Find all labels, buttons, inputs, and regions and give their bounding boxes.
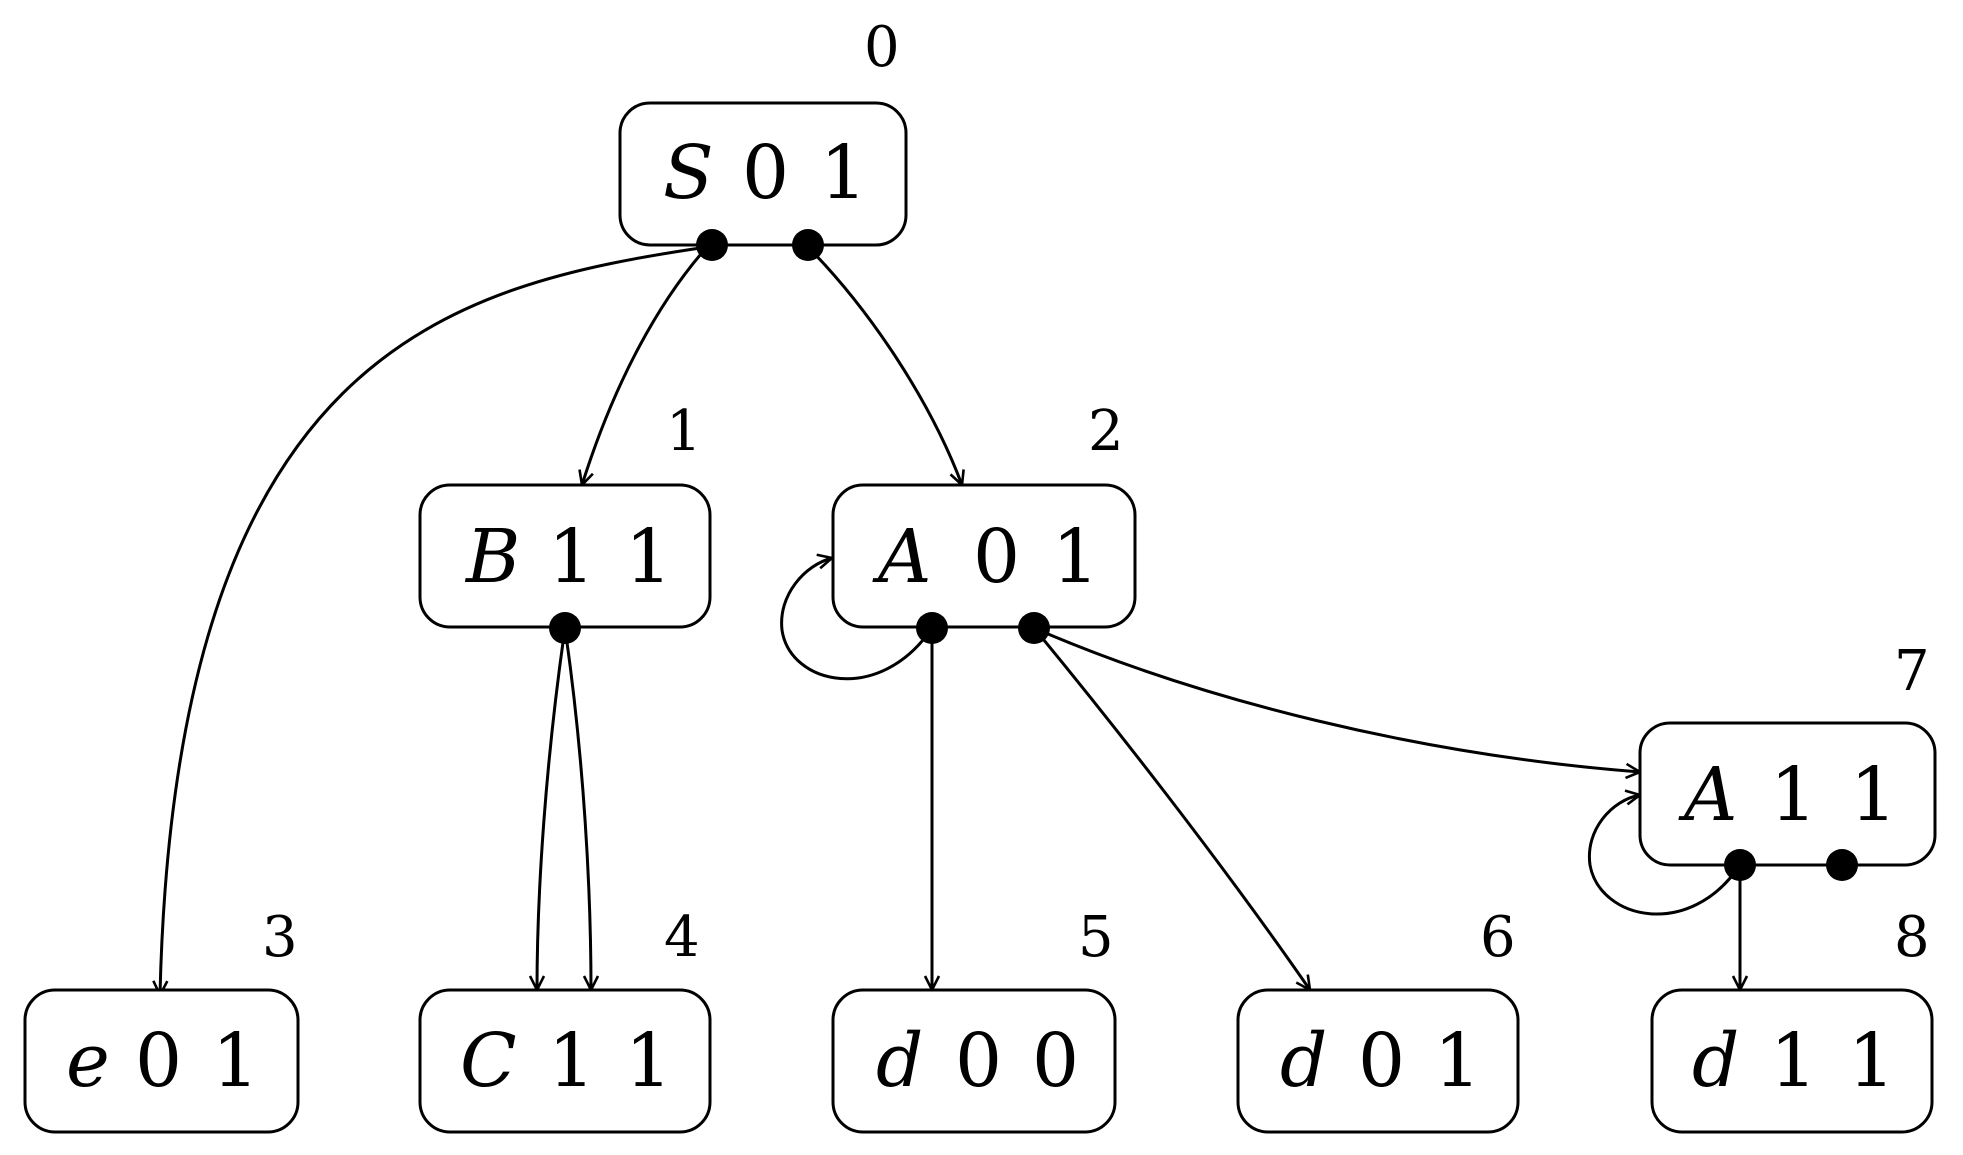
node-symbol: A <box>1678 752 1737 838</box>
edge-2-self-loop <box>780 553 934 681</box>
node-id-label: 6 <box>1480 905 1516 970</box>
node-symbol: d <box>876 1018 923 1104</box>
node-value-b: 0 <box>1032 1018 1079 1104</box>
node-3: e 0 1 3 <box>23 905 300 1134</box>
node-box <box>1638 721 1937 867</box>
node-value-b: 1 <box>1850 752 1897 838</box>
node-symbol: C <box>460 1018 517 1104</box>
port-node-1 <box>549 612 581 644</box>
edge-0-to-1 <box>578 246 709 488</box>
node-value-a: 0 <box>955 1018 1002 1104</box>
port-node-0-right <box>792 229 824 261</box>
node-7: A 1 1 7 <box>1638 639 1937 867</box>
node-value-b: 1 <box>1052 514 1099 600</box>
node-value-a: 1 <box>1770 1018 1817 1104</box>
node-value-a: 0 <box>135 1018 182 1104</box>
node-symbol: A <box>872 514 931 600</box>
edge-2-to-6 <box>1032 627 1312 993</box>
port-node-2-left <box>916 612 948 644</box>
ports <box>549 229 1858 881</box>
node-id-label: 7 <box>1894 639 1930 704</box>
node-box <box>618 101 908 247</box>
port-node-7-left <box>1724 849 1756 881</box>
node-symbol: e <box>66 1018 110 1104</box>
node-id-label: 1 <box>666 399 702 464</box>
node-6: d 0 1 6 <box>1236 905 1520 1134</box>
node-2: A 0 1 2 <box>831 399 1137 629</box>
edge-0-to-3 <box>152 245 708 998</box>
node-id-label: 8 <box>1894 905 1930 970</box>
node-value-b: 1 <box>820 130 867 216</box>
node-box <box>23 988 300 1134</box>
node-value-b: 1 <box>625 1018 672 1104</box>
node-symbol: S <box>663 130 714 216</box>
edge-0-to-2 <box>806 245 965 488</box>
node-value-a: 1 <box>1770 752 1817 838</box>
node-box <box>1236 988 1520 1134</box>
port-node-7-right <box>1826 849 1858 881</box>
node-box <box>831 988 1117 1134</box>
node-4: C 1 1 4 <box>418 905 712 1134</box>
node-symbol: B <box>464 514 520 600</box>
node-value-b: 1 <box>625 514 672 600</box>
node-box <box>418 988 712 1134</box>
node-1: B 1 1 1 <box>418 399 712 629</box>
edge-7-self-loop <box>1587 789 1742 916</box>
node-id-label: 5 <box>1078 905 1114 970</box>
node-symbol: d <box>1280 1018 1327 1104</box>
edge-1-to-4-b <box>563 627 600 993</box>
node-5: d 0 0 5 <box>831 905 1117 1134</box>
node-value-b: 1 <box>1434 1018 1481 1104</box>
edges <box>152 245 1749 998</box>
node-value-a: 1 <box>548 514 595 600</box>
node-8: d 1 1 8 <box>1650 905 1934 1134</box>
edge-2-to-7 <box>1033 626 1643 780</box>
node-id-label: 2 <box>1088 399 1124 464</box>
port-node-2-right <box>1018 612 1050 644</box>
node-value-b: 1 <box>212 1018 259 1104</box>
node-id-label: 0 <box>864 15 900 80</box>
node-box <box>831 483 1137 629</box>
node-box <box>1650 988 1934 1134</box>
node-value-a: 1 <box>548 1018 595 1104</box>
node-value-a: 0 <box>742 130 789 216</box>
node-symbol: d <box>1692 1018 1739 1104</box>
node-value-a: 0 <box>973 514 1020 600</box>
node-id-label: 4 <box>664 905 700 970</box>
node-value-b: 1 <box>1848 1018 1895 1104</box>
port-node-0-left <box>696 229 728 261</box>
node-0: S 0 1 0 <box>618 15 908 247</box>
nodes: S 0 1 0 B 1 1 1 A 0 1 2 e 0 1 3 <box>23 15 1937 1134</box>
node-value-a: 0 <box>1358 1018 1405 1104</box>
edge-1-to-4-a <box>528 627 567 993</box>
node-id-label: 3 <box>262 905 298 970</box>
